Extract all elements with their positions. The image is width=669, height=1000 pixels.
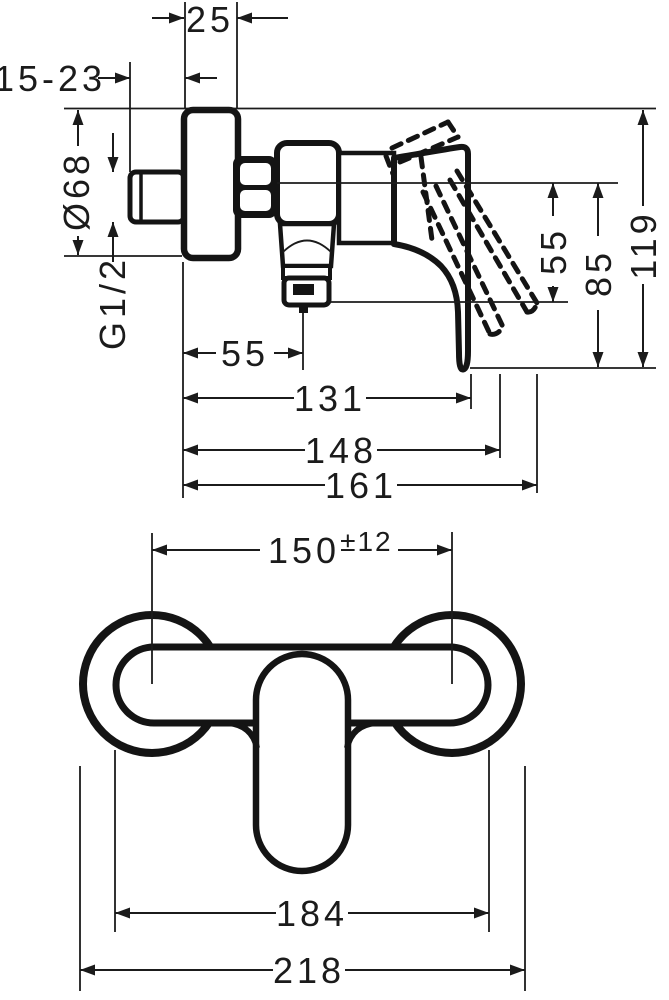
dimension-tolerance: ±12: [340, 526, 393, 557]
dimension-connection-centers: 150±12: [152, 526, 452, 571]
dimension-label: 131: [294, 378, 366, 419]
dimension-label: 15-23: [0, 58, 106, 99]
lever-position-raised-dashed: [383, 119, 461, 177]
side-view: 25 15-23 Ø68 G1/2 55: [0, 0, 664, 506]
dimension-to-handle-edge: 131: [183, 378, 471, 419]
lever-position-swung-dashed: [418, 154, 540, 337]
dimension-overall-width: 218: [80, 950, 525, 991]
outlet-cone-arc: [282, 239, 332, 253]
supply-pipe: [127, 169, 187, 225]
escutcheon-side: [180, 106, 242, 262]
dimension-escutcheon-depth: 25: [152, 0, 288, 40]
dimension-value: 150: [268, 530, 340, 571]
dimension-label: 85: [578, 249, 619, 297]
dimension-label: 150±12: [268, 526, 393, 571]
dimension-wall-range: 15-23: [0, 58, 217, 99]
front-view: 150±12 184 218: [79, 526, 526, 991]
dimension-thread: G1/2: [92, 133, 133, 350]
dimension-lever-drop: 85: [578, 183, 619, 367]
dimension-label: 148: [305, 430, 377, 471]
dimension-label: 25: [186, 0, 234, 40]
dimension-outlet-offset: 55: [183, 333, 303, 374]
hose-connector: [281, 275, 332, 313]
dimension-outlet-drop: 55: [533, 183, 574, 302]
dimension-label: 184: [276, 893, 348, 934]
dimension-label: 55: [221, 333, 269, 374]
outlet-cone: [277, 221, 337, 269]
dimension-label: G1/2: [92, 256, 133, 350]
lever-handle-front: [252, 650, 352, 875]
dimension-label: 218: [273, 950, 345, 991]
handle-fillet-left: [227, 720, 260, 749]
mounting-nut: [233, 156, 277, 218]
lever-sleeve: [336, 150, 397, 246]
dimension-label: 55: [533, 227, 574, 275]
dimension-label: 119: [623, 210, 664, 279]
dimension-to-lever-max: 161: [183, 465, 537, 506]
dimension-overall-height: 119: [623, 110, 664, 367]
dimension-body-width: 184: [115, 893, 489, 934]
dimension-escutcheon-diameter: Ø68: [56, 110, 97, 255]
dimension-label: Ø68: [56, 151, 97, 231]
dimension-to-lever-mid: 148: [183, 430, 500, 471]
dimension-label: 161: [325, 465, 397, 506]
lever-handle-side: [391, 143, 471, 373]
handle-fillet-right: [344, 720, 377, 749]
